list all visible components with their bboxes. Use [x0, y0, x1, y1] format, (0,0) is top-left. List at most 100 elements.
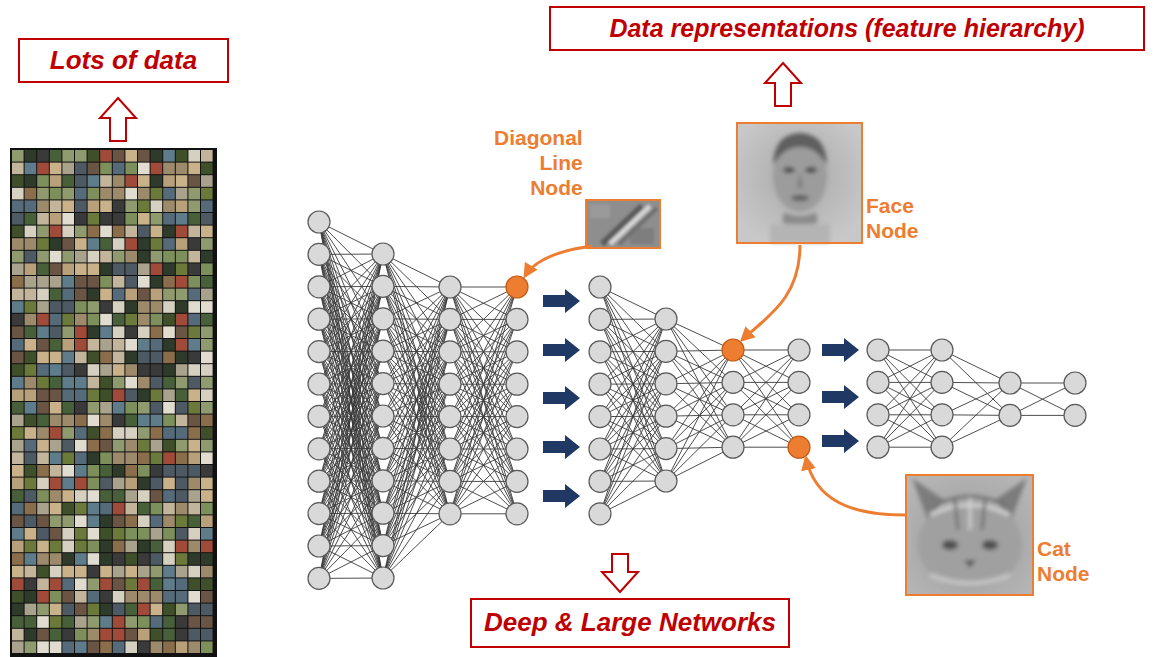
mosaic-tile — [100, 503, 112, 515]
mosaic-tile — [12, 465, 24, 477]
mosaic-tile — [88, 175, 100, 187]
mosaic-tile — [37, 641, 49, 653]
mosaic-tile — [100, 402, 112, 414]
mosaic-tile — [151, 377, 163, 389]
mosaic-tile — [88, 515, 100, 527]
mosaic-tile — [25, 515, 37, 527]
mosaic-tile — [138, 377, 150, 389]
mosaic-tile — [75, 188, 87, 200]
mosaic-tile — [25, 528, 37, 540]
mosaic-tile — [88, 213, 100, 225]
mosaic-tile — [12, 200, 24, 212]
highlighted-neuron — [722, 339, 744, 361]
mosaic-tile — [176, 503, 188, 515]
mosaic-tile — [188, 314, 200, 326]
neuron — [506, 438, 528, 460]
mosaic-tile — [201, 226, 213, 238]
mosaic-tile — [75, 641, 87, 653]
mosaic-tile — [50, 541, 62, 553]
mosaic-tile — [12, 389, 24, 401]
feature-label: Face Node — [866, 193, 919, 243]
mosaic-tile — [25, 188, 37, 200]
mosaic-tile — [188, 591, 200, 603]
mosaic-tile — [188, 339, 200, 351]
mosaic-tile — [188, 238, 200, 250]
mosaic-tile — [201, 377, 213, 389]
mosaic-tile — [163, 465, 175, 477]
mosaic-tile — [12, 641, 24, 653]
mosaic-tile — [37, 515, 49, 527]
mosaic-tile — [12, 629, 24, 641]
network-connection — [878, 350, 942, 447]
mosaic-tile — [37, 188, 49, 200]
mosaic-tile — [62, 301, 74, 313]
mosaic-tile — [100, 515, 112, 527]
mosaic-tile — [188, 289, 200, 301]
mosaic-tile — [163, 289, 175, 301]
network-connection — [319, 222, 383, 513]
mosaic-tile — [151, 578, 163, 590]
leader-line — [806, 458, 905, 515]
mosaic-tile — [12, 578, 24, 590]
mosaic-tile — [12, 566, 24, 578]
mosaic-tile — [125, 415, 137, 427]
mosaic-tile — [163, 478, 175, 490]
mosaic-tile — [125, 238, 137, 250]
mosaic-tile — [176, 389, 188, 401]
mosaic-tile — [25, 150, 37, 162]
mosaic-tile — [50, 226, 62, 238]
mosaic-tile — [88, 276, 100, 288]
mosaic-tile — [62, 566, 74, 578]
mosaic-tile — [138, 402, 150, 414]
mosaic-tile — [37, 175, 49, 187]
mosaic-tile — [37, 566, 49, 578]
hollow-arrow — [602, 554, 638, 592]
mosaic-tile — [62, 478, 74, 490]
mosaic-tile — [176, 377, 188, 389]
mosaic-tile — [100, 490, 112, 502]
mosaic-tile — [37, 238, 49, 250]
mosaic-tile — [176, 200, 188, 212]
mosaic-tile — [176, 364, 188, 376]
mosaic-tile — [50, 452, 62, 464]
neuron — [1064, 404, 1086, 426]
mosaic-tile — [138, 415, 150, 427]
mosaic-tile — [138, 553, 150, 565]
network-connection — [450, 417, 517, 514]
mosaic-tile — [50, 604, 62, 616]
mosaic-tile — [12, 326, 24, 338]
mosaic-tile — [138, 490, 150, 502]
mosaic-tile — [50, 490, 62, 502]
mosaic-tile — [113, 389, 125, 401]
mosaic-tile — [163, 238, 175, 250]
mosaic-tile — [176, 402, 188, 414]
mosaic-tile — [100, 541, 112, 553]
mosaic-tile — [163, 377, 175, 389]
mosaic-tile — [12, 263, 24, 275]
mosaic-tile — [163, 503, 175, 515]
mosaic-tile — [138, 604, 150, 616]
mosaic-tile — [201, 578, 213, 590]
mosaic-tile — [25, 213, 37, 225]
network-connection — [733, 350, 799, 447]
neuron — [999, 372, 1021, 394]
mosaic-tile — [88, 641, 100, 653]
network-connection — [450, 287, 517, 449]
neuron — [308, 308, 330, 330]
mosaic-tile — [201, 188, 213, 200]
mosaic-tile — [138, 289, 150, 301]
mosaic-tile — [100, 629, 112, 641]
mosaic-tile — [50, 175, 62, 187]
mosaic-tile — [50, 503, 62, 515]
mosaic-tile — [163, 541, 175, 553]
mosaic-tile — [176, 566, 188, 578]
mosaic-tile — [113, 528, 125, 540]
mosaic-tile — [113, 276, 125, 288]
mosaic-tile — [151, 301, 163, 313]
mosaic-tile — [62, 515, 74, 527]
network-connection — [383, 287, 450, 448]
mosaic-tile — [188, 301, 200, 313]
network-connection — [319, 287, 383, 578]
neuron — [867, 436, 889, 458]
mosaic-tile — [201, 515, 213, 527]
